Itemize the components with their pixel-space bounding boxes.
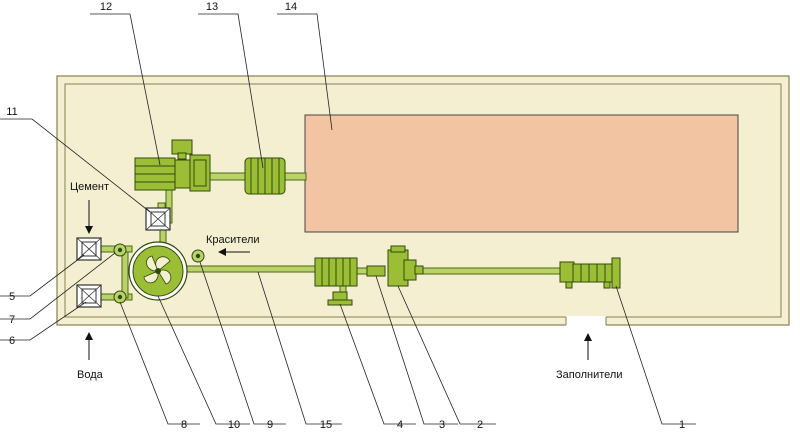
callout-6: 6 [9, 335, 15, 347]
callout-12: 12 [100, 1, 112, 13]
callout-5: 5 [9, 291, 15, 303]
callout-8: 8 [181, 419, 187, 431]
cement-hopper [76, 237, 102, 261]
mixer [128, 241, 188, 301]
callout-9: 9 [267, 419, 273, 431]
product-storage-area [304, 114, 739, 233]
callout-2: 2 [477, 419, 483, 431]
aggregates-arrow [584, 333, 592, 360]
aggregate-feeder [559, 257, 621, 289]
valve-9 [191, 249, 205, 263]
conveyor-drum [244, 157, 286, 195]
aggregates-label: Заполнители [556, 369, 622, 381]
callout-4: 4 [397, 419, 403, 431]
valve-7 [113, 243, 127, 257]
coupling [366, 265, 386, 277]
water-arrow [85, 332, 93, 360]
valve-8 [113, 290, 127, 304]
water-label: Вода [77, 369, 104, 381]
callout-13: 13 [206, 1, 218, 13]
callout-7: 7 [9, 314, 15, 326]
callout-11: 11 [6, 106, 17, 118]
dyes-arrow [218, 248, 250, 256]
callout-3: 3 [439, 419, 445, 431]
drive-motor [387, 245, 424, 287]
motor-unit [134, 139, 211, 192]
dyes-label: Красители [206, 234, 260, 246]
cement-arrow [85, 200, 93, 234]
leader-lines [0, 13, 696, 425]
callout-15: 15 [320, 419, 332, 431]
water-hopper [76, 284, 102, 308]
callout-10: 10 [228, 419, 240, 431]
callout-1: 1 [679, 419, 685, 431]
callout-14: 14 [285, 1, 297, 13]
cement-label: Цемент [70, 181, 109, 193]
